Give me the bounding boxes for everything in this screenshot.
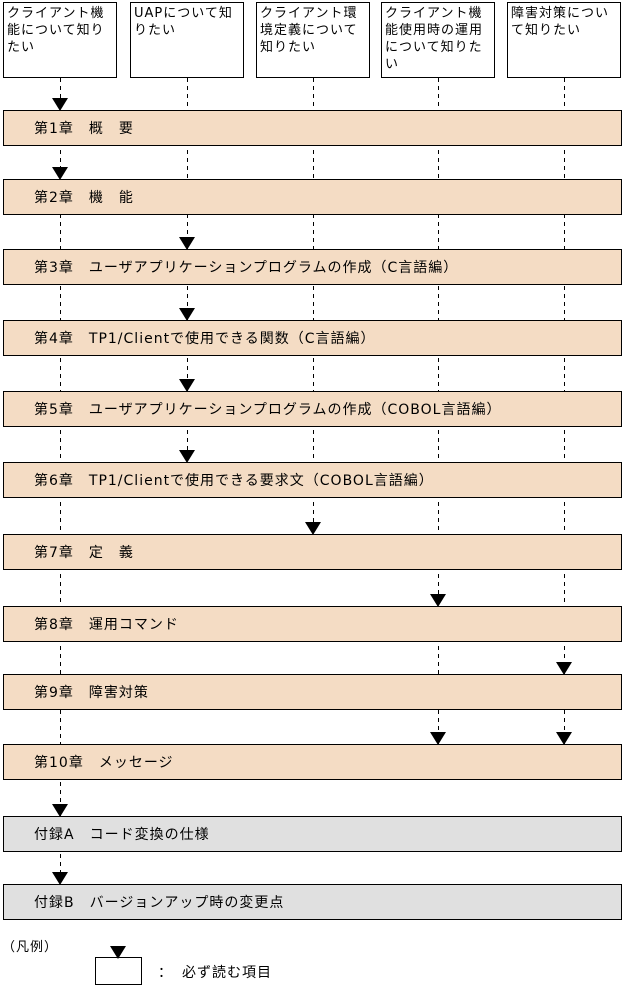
legend-label: 必ず読む項目 [182, 965, 272, 981]
down-arrow-icon [430, 594, 446, 607]
appendix-bar-b: 付録B バージョンアップ時の変更点 [3, 884, 622, 920]
chapter-bar-2: 第2章 機 能 [3, 179, 622, 215]
chapter-bar-7: 第7章 定 義 [3, 534, 622, 570]
chapter-bar-5: 第5章 ユーザアプリケーションプログラムの作成（COBOL言語編） [3, 391, 622, 427]
reader-box-uap: UAPについて知りたい [130, 2, 244, 78]
down-arrow-icon [556, 662, 572, 675]
chapter-bar-8: 第8章 運用コマンド [3, 606, 622, 642]
chapter-bar-10: 第10章 メッセージ [3, 744, 622, 780]
appendix-bar-a: 付録A コード変換の仕様 [3, 816, 622, 852]
legend-heading: （凡例） [2, 940, 59, 955]
reader-box-client-function: クライアント機能について知りたい [3, 2, 117, 78]
chapter-bar-9: 第9章 障害対策 [3, 674, 622, 710]
chapter-bar-6: 第6章 TP1/Clientで使用できる要求文（COBOL言語編） [3, 462, 622, 498]
chapter-bar-4: 第4章 TP1/Clientで使用できる関数（C言語編） [3, 320, 622, 356]
down-arrow-icon [556, 732, 572, 745]
down-arrow-icon [52, 98, 68, 111]
legend-sample-box [95, 957, 142, 985]
down-arrow-icon [52, 167, 68, 180]
chapter-bar-3: 第3章 ユーザアプリケーションプログラムの作成（C言語編） [3, 249, 622, 285]
down-arrow-icon [305, 522, 321, 535]
flow-dashed-line-col3 [313, 78, 314, 536]
down-arrow-icon [110, 946, 126, 959]
down-arrow-icon [179, 237, 195, 250]
legend-separator: ： [158, 965, 172, 981]
chapter-bar-1: 第1章 概 要 [3, 110, 622, 146]
down-arrow-icon [430, 732, 446, 745]
down-arrow-icon [179, 308, 195, 321]
reader-box-env-definition: クライアント環境定義について知りたい [256, 2, 370, 78]
reader-box-troubleshooting: 障害対策について知りたい [507, 2, 621, 78]
reader-box-operation: クライアント機能使用時の運用について知りたい [381, 2, 495, 78]
down-arrow-icon [52, 872, 68, 885]
down-arrow-icon [52, 804, 68, 817]
down-arrow-icon [179, 379, 195, 392]
down-arrow-icon [179, 450, 195, 463]
